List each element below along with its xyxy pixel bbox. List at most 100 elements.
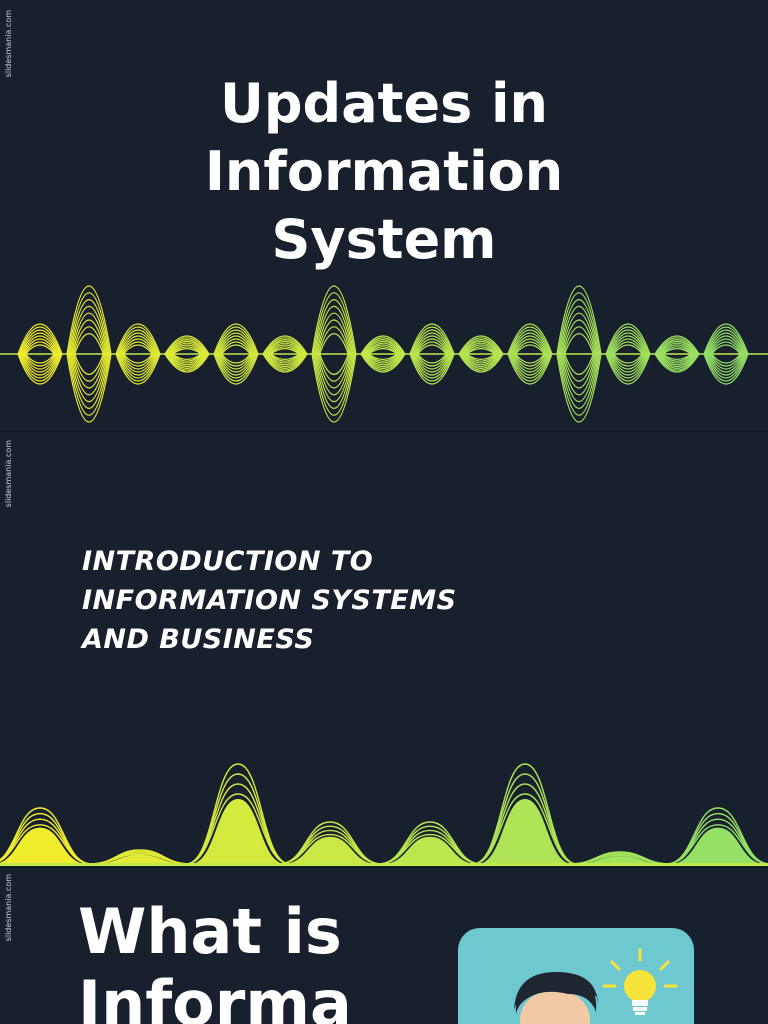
- wave-pulse: [509, 329, 551, 379]
- wave-pulse: [121, 341, 155, 367]
- wave-outline: [472, 773, 578, 865]
- wave-pulse: [507, 323, 553, 385]
- wave-pulse: [317, 326, 351, 382]
- slide-title[interactable]: slidesmania.com Updates in Information S…: [0, 0, 768, 432]
- wave-fill: [190, 799, 286, 864]
- wave-outline: [87, 853, 193, 865]
- wave-pulse: [116, 326, 160, 382]
- slide-heading: What is Informa: [78, 896, 352, 1024]
- wave-pulse: [69, 305, 109, 403]
- wave-pulse: [705, 329, 747, 379]
- wave-pulse: [266, 342, 304, 366]
- wave-pulse: [461, 340, 501, 368]
- wave-pulse: [464, 346, 498, 362]
- heading-line: What is: [78, 895, 342, 968]
- subtitle-line: INFORMATION SYSTEMS: [82, 585, 457, 616]
- wave-pulse: [465, 347, 497, 361]
- wave-pulse: [120, 338, 156, 370]
- wave-pulse: [564, 332, 594, 376]
- wave-pulse: [414, 338, 450, 370]
- wave-pulse: [269, 347, 301, 361]
- wave-pulse: [19, 329, 61, 379]
- wave-pulse: [411, 329, 453, 379]
- wave-fill: [382, 836, 478, 864]
- wave-pulse: [217, 335, 255, 373]
- wave-pulse: [264, 338, 306, 370]
- wave-pulse: [70, 312, 108, 396]
- wave-pulse: [215, 329, 257, 379]
- wave-pulse: [22, 338, 58, 370]
- wave-pulse: [511, 335, 549, 373]
- wave-outline: [472, 793, 578, 865]
- wave-pulse: [415, 341, 449, 367]
- wave-pulse: [115, 323, 161, 385]
- wave-baseline: [0, 863, 768, 866]
- wave-pulse: [313, 298, 355, 410]
- wave-fill: [670, 827, 766, 864]
- wave-pulse: [512, 338, 548, 370]
- wave-pulse: [607, 329, 649, 379]
- person-idea-illustration: [514, 948, 678, 1024]
- wave-pulse: [560, 312, 598, 396]
- wave-pulse: [18, 326, 62, 382]
- wave-pulse: [659, 344, 695, 364]
- wave-pulse: [171, 347, 203, 361]
- wave-pulse: [71, 319, 107, 389]
- wave-pulse: [219, 341, 253, 367]
- wave-pulse: [263, 337, 307, 371]
- wave-pulse: [267, 344, 303, 364]
- wave-pulse: [366, 346, 400, 362]
- wave-pulse: [709, 341, 743, 367]
- wave-pulse: [218, 338, 254, 370]
- wave-pulse: [365, 344, 401, 364]
- wave-pulse: [363, 340, 403, 368]
- wave-pulse: [510, 332, 550, 376]
- wave-pulse: [606, 326, 650, 382]
- wave-pulse: [561, 319, 597, 389]
- wave-outline: [665, 818, 768, 865]
- sound-wave-decoration: [0, 285, 768, 423]
- wave-pulse: [362, 338, 404, 370]
- subtitle-line: INTRODUCTION TO: [82, 546, 374, 577]
- wave-pulse: [416, 344, 448, 364]
- wave-pulse: [360, 335, 406, 373]
- wave-pulse: [361, 337, 405, 371]
- person-icon: [514, 972, 598, 1024]
- wave-pulse: [609, 335, 647, 373]
- wave-pulse: [164, 335, 210, 373]
- wave-pulse: [21, 335, 59, 373]
- wave-pulse: [315, 312, 353, 396]
- wave-pulse: [166, 338, 208, 370]
- wave-pulse: [214, 326, 258, 382]
- wave-pulse: [706, 332, 746, 376]
- wave-outline: [185, 793, 291, 865]
- title-line: System: [271, 208, 497, 271]
- wave-pulse: [605, 323, 651, 385]
- wave-pulse: [364, 342, 402, 366]
- wave-pulse: [660, 346, 694, 362]
- wave-outline: [185, 783, 291, 865]
- wave-pulse: [412, 332, 452, 376]
- wave-pulse: [119, 335, 157, 373]
- wave-pulse: [658, 342, 696, 366]
- wave-pulse: [559, 305, 599, 403]
- wave-fill: [0, 827, 88, 864]
- wave-pulse: [265, 340, 305, 368]
- slide-introduction[interactable]: slidesmania.com INTRODUCTION TO INFORMAT…: [0, 432, 768, 868]
- wave-pulse: [17, 323, 63, 385]
- wave-pulse: [708, 338, 744, 370]
- title-line: Updates in: [220, 72, 548, 135]
- slide-what-is[interactable]: slidesmania.com What is Informa: [0, 868, 768, 1024]
- wave-pulse: [413, 335, 451, 373]
- wave-pulse: [558, 298, 600, 410]
- wave-pulse: [458, 335, 504, 373]
- wave-pulse: [67, 292, 111, 416]
- wave-pulse: [311, 285, 357, 423]
- wave-outline: [472, 783, 578, 865]
- wave-pulse: [169, 344, 205, 364]
- watermark: slidesmania.com: [4, 10, 13, 78]
- wave-pulse: [657, 340, 697, 368]
- wave-pulse: [24, 344, 56, 364]
- wave-fill: [477, 799, 573, 864]
- wave-pulse: [661, 347, 693, 361]
